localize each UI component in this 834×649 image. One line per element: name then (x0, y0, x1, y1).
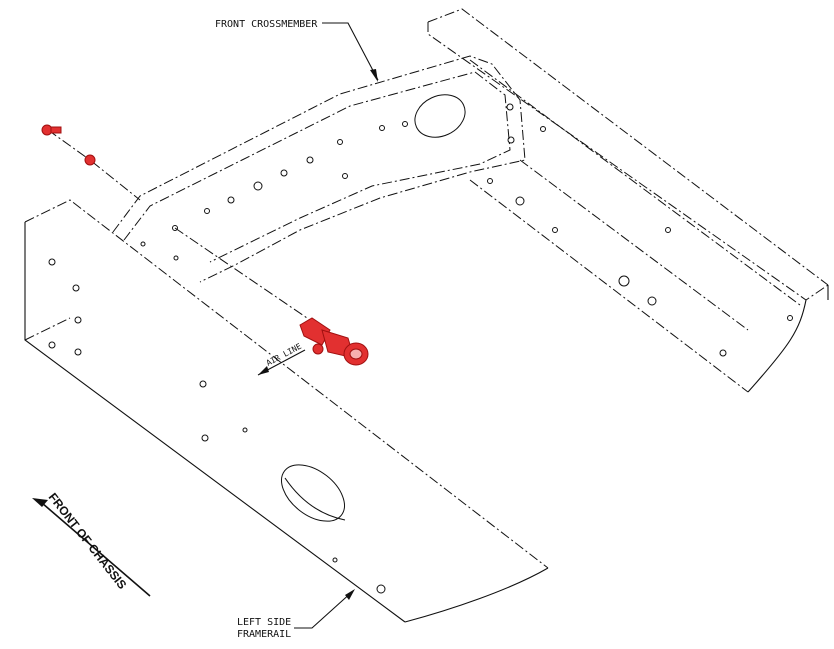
left-side-label-line2: FRAMERAIL (237, 629, 291, 640)
left-side-label-line1: LEFT SIDE (237, 617, 291, 628)
front-crossmember-callout: FRONT CROSSMEMBER (215, 19, 379, 82)
left-side-framerail-callout: LEFT SIDE FRAMERAIL (237, 589, 355, 640)
front-of-chassis-label: FRONT OF CHASSIS (46, 490, 130, 592)
left-side-framerail (24, 199, 549, 623)
air-line-label: AIR LINE (265, 342, 303, 368)
front-crossmember (112, 55, 526, 283)
valve-fitting (312, 343, 324, 355)
front-of-chassis-indicator: FRONT OF CHASSIS (32, 490, 151, 597)
front-crossmember-label: FRONT CROSSMEMBER (215, 19, 318, 30)
right-side-framerail (427, 8, 829, 393)
fastener-assembly (41, 124, 141, 201)
nut-part (84, 154, 96, 166)
bolt-shank (50, 126, 62, 134)
air-valve-assembly (174, 227, 369, 376)
